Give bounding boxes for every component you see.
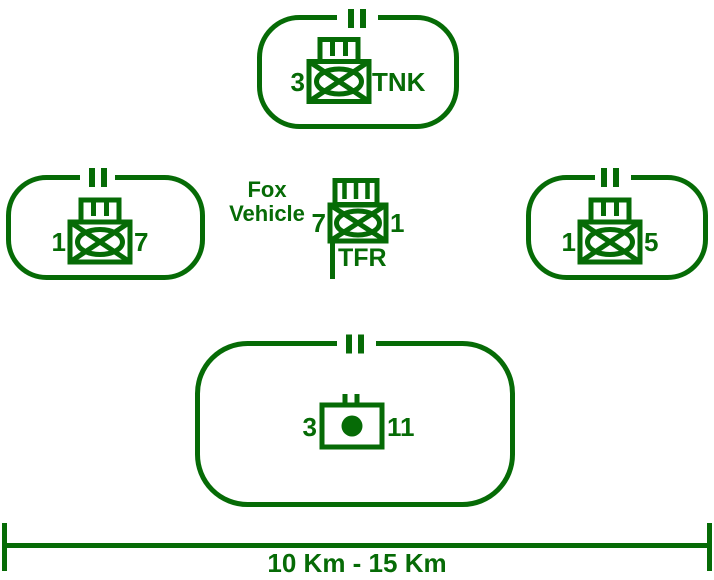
unit-designation-label: 1 (390, 208, 404, 238)
unit-size-label: 1 (52, 227, 66, 257)
unit-bottom-artillery-battalion: 3 11 (195, 334, 515, 507)
fox-caption-line2: Vehicle (229, 201, 305, 226)
artillery-icon (319, 394, 385, 450)
echelon-ii-icon (346, 334, 364, 354)
mechanized-infantry-vehicle-icon (306, 37, 372, 104)
unit-left-battalion: 1 7 (6, 168, 205, 280)
echelon-ii-icon (89, 168, 107, 187)
task-force-label: TFR (338, 244, 387, 272)
fox-caption-line1: Fox (247, 177, 287, 202)
unit-right-battalion: 1 5 (526, 168, 708, 280)
mechanized-infantry-vehicle-icon (67, 197, 133, 265)
mechanized-infantry-vehicle-icon (577, 197, 643, 265)
unit-designation-label: 7 (134, 227, 148, 257)
unit-designation-label: 5 (644, 227, 658, 257)
fox-vehicle-hq: Fox Vehicle 7 1 TFR (229, 177, 404, 279)
scale-bar: 10 Km - 15 Km (2, 523, 712, 578)
unit-size-label: 7 (312, 208, 326, 238)
unit-top-tnk-battalion: 3 TNK (257, 9, 459, 129)
echelon-ii-icon (601, 168, 619, 187)
mechanized-infantry-vehicle-icon (327, 178, 389, 244)
boundary-gap (337, 13, 378, 22)
unit-size-label: 3 (291, 67, 305, 97)
unit-size-label: 3 (303, 412, 317, 442)
unit-size-label: 1 (562, 227, 576, 257)
scale-distance-label: 10 Km - 15 Km (267, 548, 446, 578)
unit-designation-label: TNK (372, 67, 426, 97)
unit-designation-label: 11 (387, 412, 415, 442)
echelon-ii-icon (348, 9, 366, 28)
boundary-gap (337, 339, 376, 348)
boundary-gap (80, 173, 115, 182)
